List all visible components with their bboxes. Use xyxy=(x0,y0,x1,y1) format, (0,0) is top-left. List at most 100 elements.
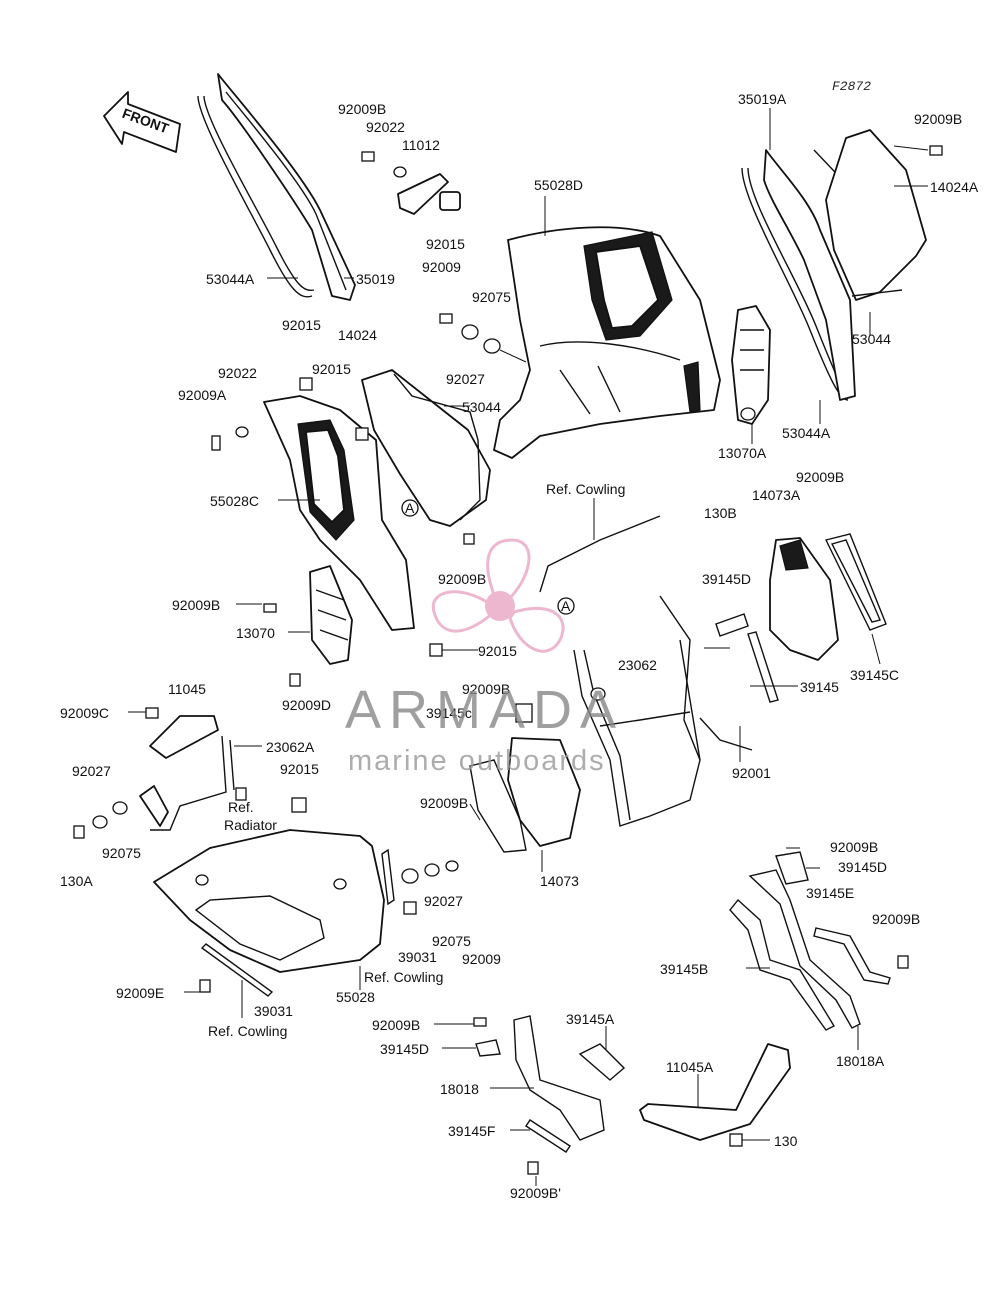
label-92009: 92009 xyxy=(422,259,461,275)
marker-a-2-label: A xyxy=(561,598,571,614)
front-arrow-icon: FRONT xyxy=(103,91,181,153)
label-55028C: 55028C xyxy=(210,493,259,509)
label-92009-b: 92009 xyxy=(462,951,501,967)
label-ref-cowling-b: Ref. Cowling xyxy=(364,969,443,985)
label-ref-radiator-1: Ref. xyxy=(228,799,254,815)
rod-39145F xyxy=(525,1119,571,1153)
part-13070 xyxy=(309,565,353,665)
label-92015-b: 92015 xyxy=(282,317,321,333)
label-92009B-e: 92009B xyxy=(172,597,220,613)
label-14073: 14073 xyxy=(540,873,579,889)
label-92009B-g: 92009B xyxy=(420,795,468,811)
fastener-set-upper xyxy=(439,313,527,363)
label-92009B-c: 92009B xyxy=(438,571,486,587)
propeller-logo-icon xyxy=(431,538,565,653)
leader-lines xyxy=(128,108,929,1186)
diagram-code: F2872 xyxy=(832,79,871,94)
label-92009B-d: 92009B xyxy=(796,469,844,485)
bracket-11045A xyxy=(639,1043,791,1147)
label-92027-b: 92027 xyxy=(72,763,111,779)
label-14073A: 14073A xyxy=(752,487,801,503)
bracket-23062A xyxy=(139,735,235,831)
label-130A: 130A xyxy=(60,873,93,889)
label-39145A: 39145A xyxy=(566,1011,615,1027)
label-35019: 35019 xyxy=(356,271,395,287)
label-23062: 23062 xyxy=(618,657,657,673)
label-ref-cowling-c: Ref. Cowling xyxy=(208,1023,287,1039)
label-92075-c: 92075 xyxy=(432,933,471,949)
side-cowl-55028C xyxy=(263,395,415,631)
bracket-11012 xyxy=(361,151,461,215)
label-92009D: 92009D xyxy=(282,697,331,713)
label-ref-cowling-a: Ref. Cowling xyxy=(546,481,625,497)
panel-14024A xyxy=(825,129,943,301)
label-39145F: 39145F xyxy=(448,1123,495,1139)
label-39031-b: 39031 xyxy=(254,1003,293,1019)
ref-cowling-rod xyxy=(539,498,661,593)
panel-14024 xyxy=(361,369,491,527)
seal-39145D-bottom xyxy=(473,1017,539,1175)
label-11012: 11012 xyxy=(402,137,440,153)
label-14024A: 14024A xyxy=(930,179,979,195)
label-13070A: 13070A xyxy=(718,445,767,461)
watermark-brand: ARMADA xyxy=(345,680,624,740)
label-39145c: 39145c xyxy=(426,705,472,721)
cover-14073 xyxy=(469,703,581,853)
watermark: ARMADA marine outboards xyxy=(345,538,624,777)
cover-14073A xyxy=(769,537,839,661)
label-92015-e: 92015 xyxy=(280,761,319,777)
label-53044A: 53044A xyxy=(206,271,255,287)
fastener-set-lower xyxy=(199,860,459,993)
seal-39145D-right xyxy=(775,851,909,969)
trim-strip-53044A xyxy=(197,95,315,298)
bracket-18018 xyxy=(513,1015,626,1141)
seal-39145C xyxy=(824,533,887,631)
label-92001: 92001 xyxy=(732,765,771,781)
label-18018: 18018 xyxy=(440,1081,479,1097)
label-92075-b: 92075 xyxy=(102,845,141,861)
label-130B: 130B xyxy=(704,505,737,521)
label-ref-radiator-2: Radiator xyxy=(224,817,277,833)
label-92009B: 92009B xyxy=(338,101,386,117)
bracket-11045 xyxy=(145,707,219,759)
label-92009B-i: 92009B xyxy=(872,911,920,927)
label-55028D: 55028D xyxy=(534,177,583,193)
seal-39145D xyxy=(715,613,749,637)
label-92027: 92027 xyxy=(446,371,485,387)
label-92009B-right: 92009B xyxy=(914,111,962,127)
lower-cowl-55028 xyxy=(153,829,385,973)
label-13070: 13070 xyxy=(236,625,275,641)
upper-cowl-55028D xyxy=(493,226,721,459)
label-39145: 39145 xyxy=(800,679,839,695)
label-92015-c: 92015 xyxy=(312,361,351,377)
label-92015: 92015 xyxy=(426,236,465,252)
label-92009B-f: 92009B xyxy=(462,681,510,697)
label-14024: 14024 xyxy=(338,327,377,343)
marker-a-1: A xyxy=(401,499,419,517)
fastener-set-left xyxy=(73,787,307,839)
label-55028: 55028 xyxy=(336,989,375,1005)
label-53044-b: 53044 xyxy=(462,399,501,415)
label-92009B-k: 92009B' xyxy=(510,1185,561,1201)
label-39145D: 39145D xyxy=(702,571,751,587)
label-130: 130 xyxy=(774,1133,798,1149)
label-39145C: 39145C xyxy=(850,667,899,683)
label-92009B-h: 92009B xyxy=(830,839,878,855)
marker-a-1-label: A xyxy=(405,500,415,516)
marker-a-2: A xyxy=(557,597,575,615)
label-39145D-c: 39145D xyxy=(380,1041,429,1057)
label-92075: 92075 xyxy=(472,289,511,305)
frame-23062 xyxy=(573,595,753,827)
label-92009C: 92009C xyxy=(60,705,109,721)
watermark-tagline: marine outboards xyxy=(348,745,606,777)
seal-39145 xyxy=(747,631,779,703)
label-39145E: 39145E xyxy=(806,885,854,901)
label-39145D-b: 39145D xyxy=(838,859,887,875)
label-11045: 11045 xyxy=(168,681,206,697)
label-92009A: 92009A xyxy=(178,387,227,403)
part-labels: 92009B 92022 11012 92015 92009 92075 920… xyxy=(60,91,979,1201)
label-92022-b: 92022 xyxy=(218,365,257,381)
label-92009B-j: 92009B xyxy=(372,1017,420,1033)
